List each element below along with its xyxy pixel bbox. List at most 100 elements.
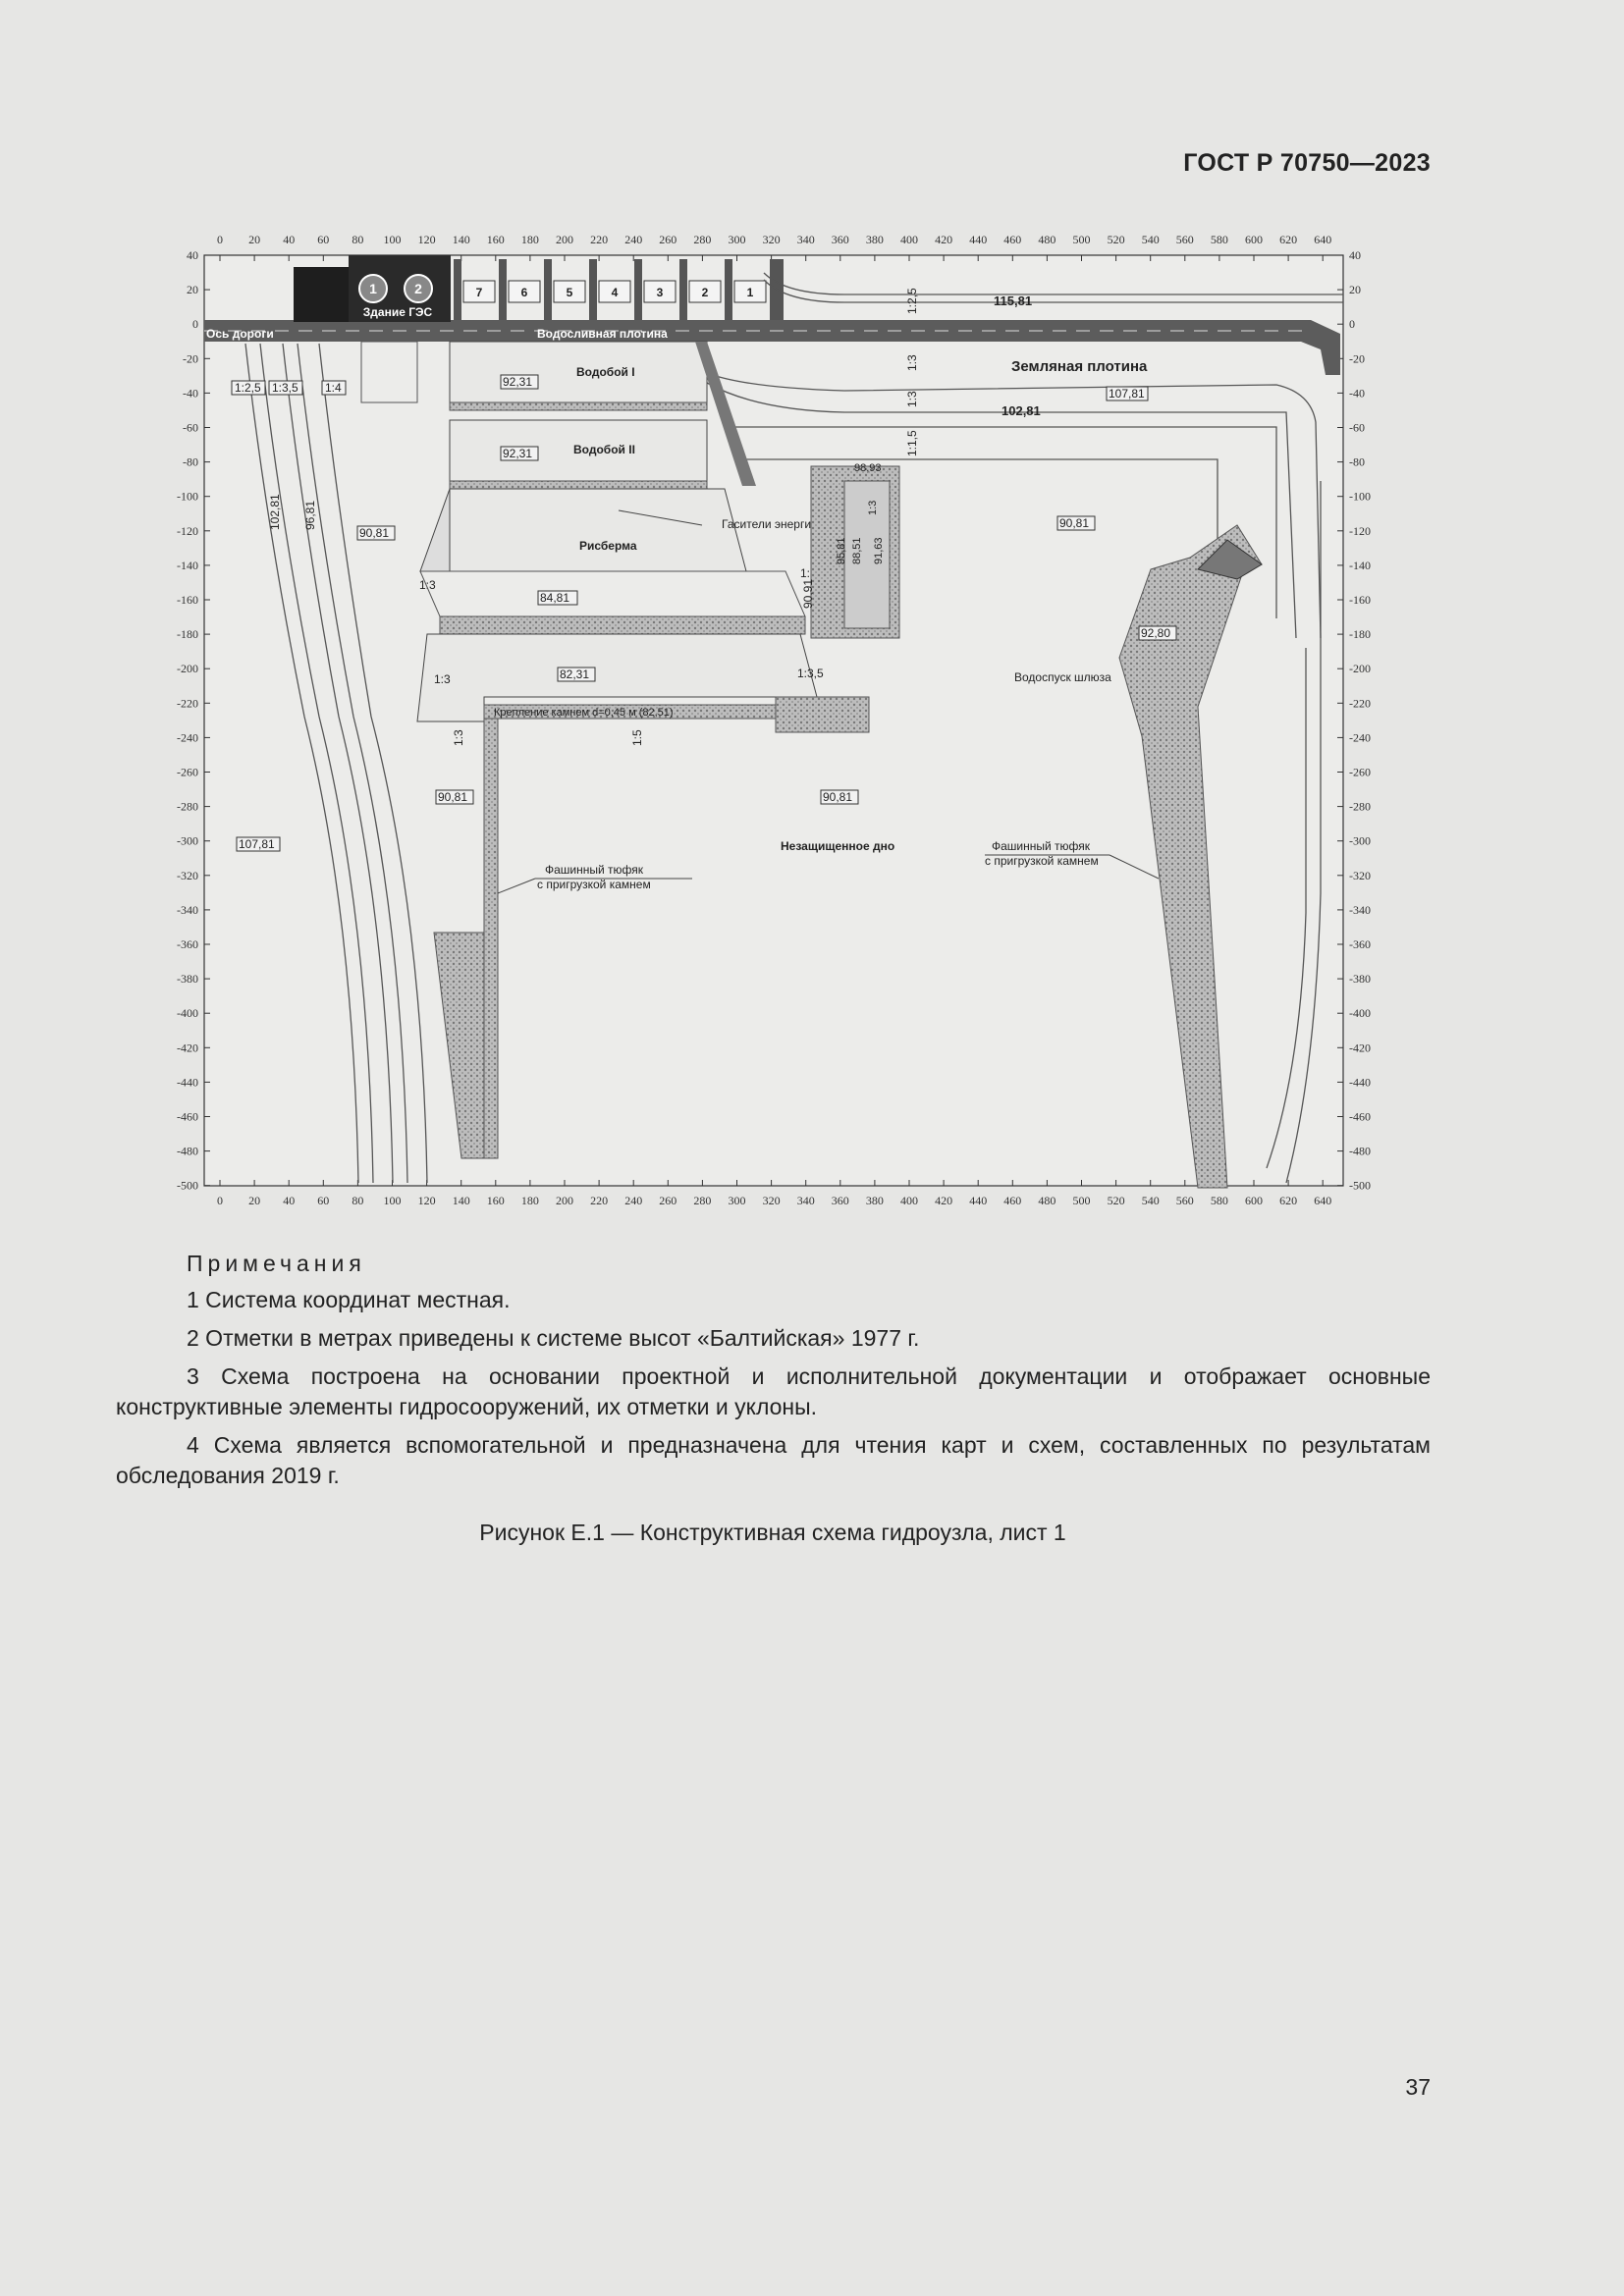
y-tick-right: 40: [1349, 248, 1361, 262]
x-tick-top: 460: [1003, 233, 1021, 246]
spillway-bay: [508, 280, 541, 303]
unit-1-label: 1: [369, 281, 377, 296]
figure-caption: Рисунок Е.1 — Конструктивная схема гидро…: [479, 1520, 1066, 1545]
note-1: 1 Система координат местная.: [187, 1287, 511, 1312]
road: [204, 320, 1340, 375]
x-tick-bottom: 620: [1279, 1194, 1297, 1207]
x-tick-top: 340: [797, 233, 815, 246]
slope-1-3-5-right: 1:3,5: [797, 667, 824, 680]
energy-dissipators-label: Гасители энергии: [722, 517, 818, 531]
y-tick-right: -300: [1349, 834, 1371, 848]
slope-1-2-5-left: 1:2,5: [235, 381, 261, 395]
slope-1-5: 1:5: [630, 729, 644, 746]
elev-84-81: 84,81: [540, 591, 569, 605]
note-3: 3 Схема построена на основании проектной…: [116, 1363, 1431, 1419]
elev-90-91: 90,91: [801, 579, 815, 609]
road-axis-label: Ось дороги: [206, 327, 274, 341]
y-tick-left: -480: [177, 1145, 198, 1158]
x-tick-bottom: 260: [659, 1194, 677, 1207]
y-tick-right: -360: [1349, 937, 1371, 951]
spillway-pier: [454, 259, 461, 320]
x-tick-bottom: 400: [900, 1194, 918, 1207]
x-tick-bottom: 320: [763, 1194, 781, 1207]
y-tick-left: -380: [177, 972, 198, 986]
x-tick-top: 540: [1142, 233, 1160, 246]
x-tick-top: 100: [384, 233, 402, 246]
elev-102-81-left: 102,81: [268, 494, 282, 530]
x-tick-bottom: 420: [935, 1194, 952, 1207]
spillway-bay: [733, 280, 767, 303]
y-tick-right: -400: [1349, 1006, 1371, 1020]
x-tick-bottom: 240: [624, 1194, 642, 1207]
y-tick-left: -60: [183, 421, 198, 435]
y-tick-right: -220: [1349, 696, 1371, 710]
notes-section: Примечания 1 Система координат местная. …: [116, 1249, 1431, 1499]
elev-96-81: 96,81: [303, 501, 317, 530]
elev-92-80: 92,80: [1141, 626, 1170, 640]
spillway-dam-label: Водосливная плотина: [537, 327, 668, 341]
slope-1-3-b: 1:3: [905, 391, 919, 407]
x-tick-bottom: 280: [693, 1194, 711, 1207]
elev-90-81-bottom-mid: 90,81: [823, 790, 852, 804]
spillway-bay-label: 2: [702, 286, 709, 299]
stilling-basin-1-label: Водобой I: [576, 365, 635, 379]
x-tick-bottom: 200: [556, 1194, 573, 1207]
y-tick-left: 20: [187, 283, 198, 296]
x-tick-top: 240: [624, 233, 642, 246]
y-tick-right: -80: [1349, 455, 1365, 469]
x-tick-top: 300: [729, 233, 746, 246]
spillway-pier: [589, 259, 597, 320]
x-tick-bottom: 80: [352, 1194, 363, 1207]
y-tick-right: -40: [1349, 386, 1365, 400]
y-tick-left: -400: [177, 1006, 198, 1020]
note-4: 4 Схема является вспомогательной и предн…: [116, 1432, 1431, 1488]
y-tick-right: 0: [1349, 317, 1355, 331]
x-tick-top: 480: [1038, 233, 1056, 246]
y-tick-left: -200: [177, 662, 198, 675]
lock-outlet-label: Водоспуск шлюза: [1014, 670, 1111, 684]
document-id: ГОСТ Р 70750—2023: [1183, 149, 1431, 177]
elev-91-63: 91,63: [873, 537, 885, 564]
x-tick-bottom: 300: [729, 1194, 746, 1207]
y-tick-left: -460: [177, 1110, 198, 1124]
fascine-right-line1: Фашинный тюфяк: [992, 839, 1091, 853]
x-tick-bottom: 120: [418, 1194, 436, 1207]
x-tick-top: 120: [418, 233, 436, 246]
spillway-bay-label: 1: [747, 286, 754, 299]
y-tick-left: -440: [177, 1075, 198, 1089]
y-tick-right: -240: [1349, 730, 1371, 744]
x-tick-top: 40: [283, 233, 295, 246]
apron-label: Рисберма: [579, 539, 637, 553]
y-tick-left: -140: [177, 559, 198, 572]
y-tick-right: -260: [1349, 766, 1371, 779]
y-tick-right: -500: [1349, 1179, 1371, 1193]
y-tick-left: -360: [177, 937, 198, 951]
earth-dam-label: Земляная плотина: [1011, 358, 1148, 375]
x-tick-top: 320: [763, 233, 781, 246]
fascine-left-line1: Фашинный тюфяк: [545, 863, 644, 877]
elev-92-31-b: 92,31: [503, 447, 532, 460]
y-tick-left: -40: [183, 386, 198, 400]
x-tick-top: 260: [659, 233, 677, 246]
x-tick-top: 20: [248, 233, 260, 246]
elev-98-93: 98,93: [854, 462, 882, 474]
x-tick-bottom: 480: [1038, 1194, 1056, 1207]
x-tick-top: 220: [590, 233, 608, 246]
spillway-pier: [679, 259, 687, 320]
slope-1-1-5: 1:1,5: [905, 430, 919, 456]
y-tick-left: -500: [177, 1179, 198, 1193]
y-tick-left: -320: [177, 869, 198, 882]
spillway-pier: [634, 259, 642, 320]
x-tick-bottom: 560: [1176, 1194, 1194, 1207]
y-tick-right: -280: [1349, 800, 1371, 814]
y-tick-left: -180: [177, 627, 198, 641]
x-tick-bottom: 600: [1245, 1194, 1263, 1207]
y-axis-right: 40200-20-40-60-80-100-120-140-160-180-20…: [1337, 248, 1371, 1193]
y-tick-left: -260: [177, 766, 198, 779]
x-tick-bottom: 20: [248, 1194, 260, 1207]
spillway-bay: [462, 280, 496, 303]
y-tick-right: -100: [1349, 490, 1371, 504]
